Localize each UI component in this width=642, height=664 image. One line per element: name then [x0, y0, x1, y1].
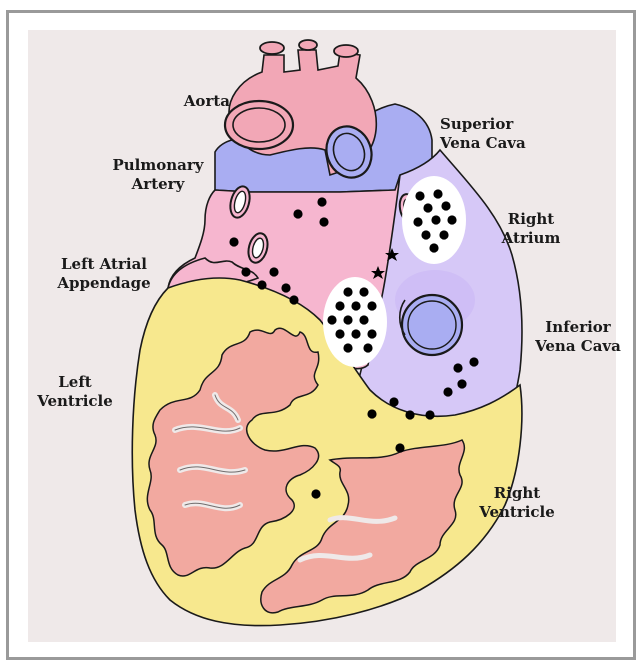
label-superior-vena-cava: Superior Vena Cava: [440, 115, 526, 153]
label-pulmonary-artery: Pulmonary Artery: [103, 156, 213, 194]
label-right-ventricle: Right Ventricle: [472, 484, 562, 522]
label-left-ventricle: Left Ventricle: [30, 373, 120, 411]
label-inferior-vena-cava: Inferior Vena Cava: [528, 318, 628, 356]
label-right-atrium: Right Atrium: [496, 210, 566, 248]
label-aorta: Aorta: [160, 92, 230, 111]
label-left-atrial-appendage: Left Atrial Appendage: [48, 255, 160, 293]
